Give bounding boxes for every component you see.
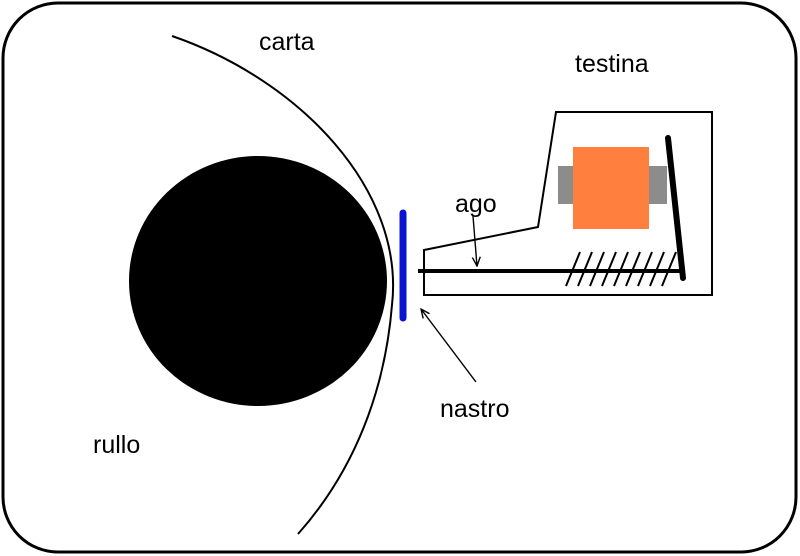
coil — [573, 147, 649, 229]
nastro-pointer-arrow — [421, 309, 477, 383]
label-ago: ago — [455, 190, 497, 218]
paper-curve — [171, 35, 395, 535]
magnet-pole-left — [558, 166, 576, 204]
label-rullo: rullo — [93, 431, 140, 459]
magnet-pole-right — [647, 166, 667, 204]
armature-lever — [665, 135, 686, 281]
roller — [129, 156, 387, 406]
label-nastro: nastro — [440, 395, 509, 423]
ago-pointer-arrow — [473, 215, 477, 266]
label-testina: testina — [575, 50, 649, 78]
label-carta: carta — [259, 28, 315, 56]
